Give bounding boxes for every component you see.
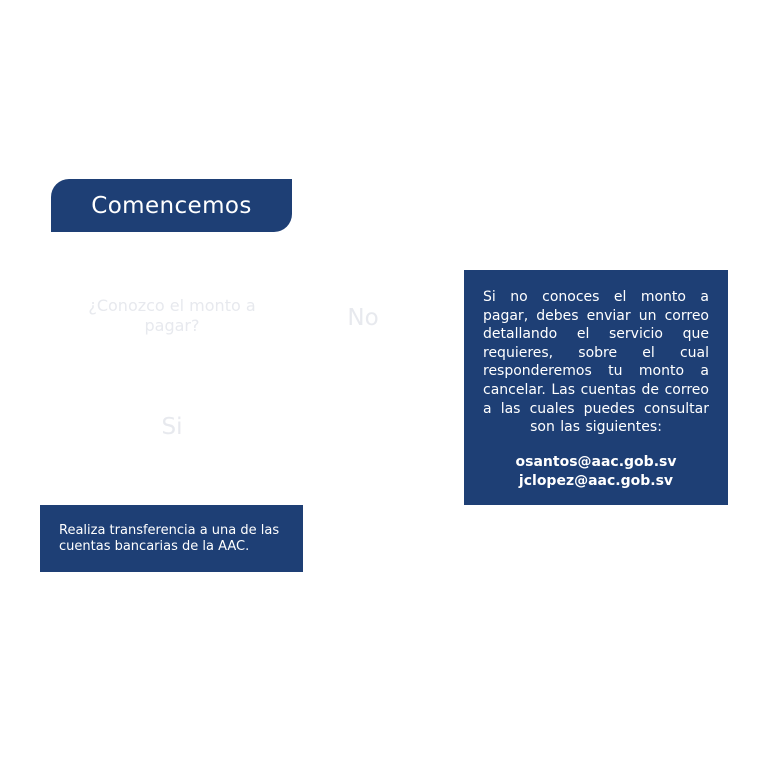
email-link-jclopez[interactable]: jclopez@aac.gob.sv [518,472,674,489]
answer-si-label: Si [161,414,183,440]
start-heading-tab: Comencemos [51,179,292,232]
answer-no-label: No [347,305,379,331]
info-box-text: Si no conoces el monto a pagar, debes en… [483,289,709,436]
transfer-instructions-text: Realiza transferencia a una de las cuent… [59,523,280,554]
email-link-osantos[interactable]: osantos@aac.gob.sv [515,453,677,470]
unknown-amount-info-box: Si no conoces el monto a pagar, debes en… [464,270,728,505]
email-list: osantos@aac.gob.sv jclopez@aac.gob.sv [483,453,709,491]
transfer-instructions-box: Realiza transferencia a una de las cuent… [40,505,303,572]
start-heading-label: Comencemos [91,192,252,219]
question-label: ¿Conozco el monto a pagar? [88,296,256,335]
